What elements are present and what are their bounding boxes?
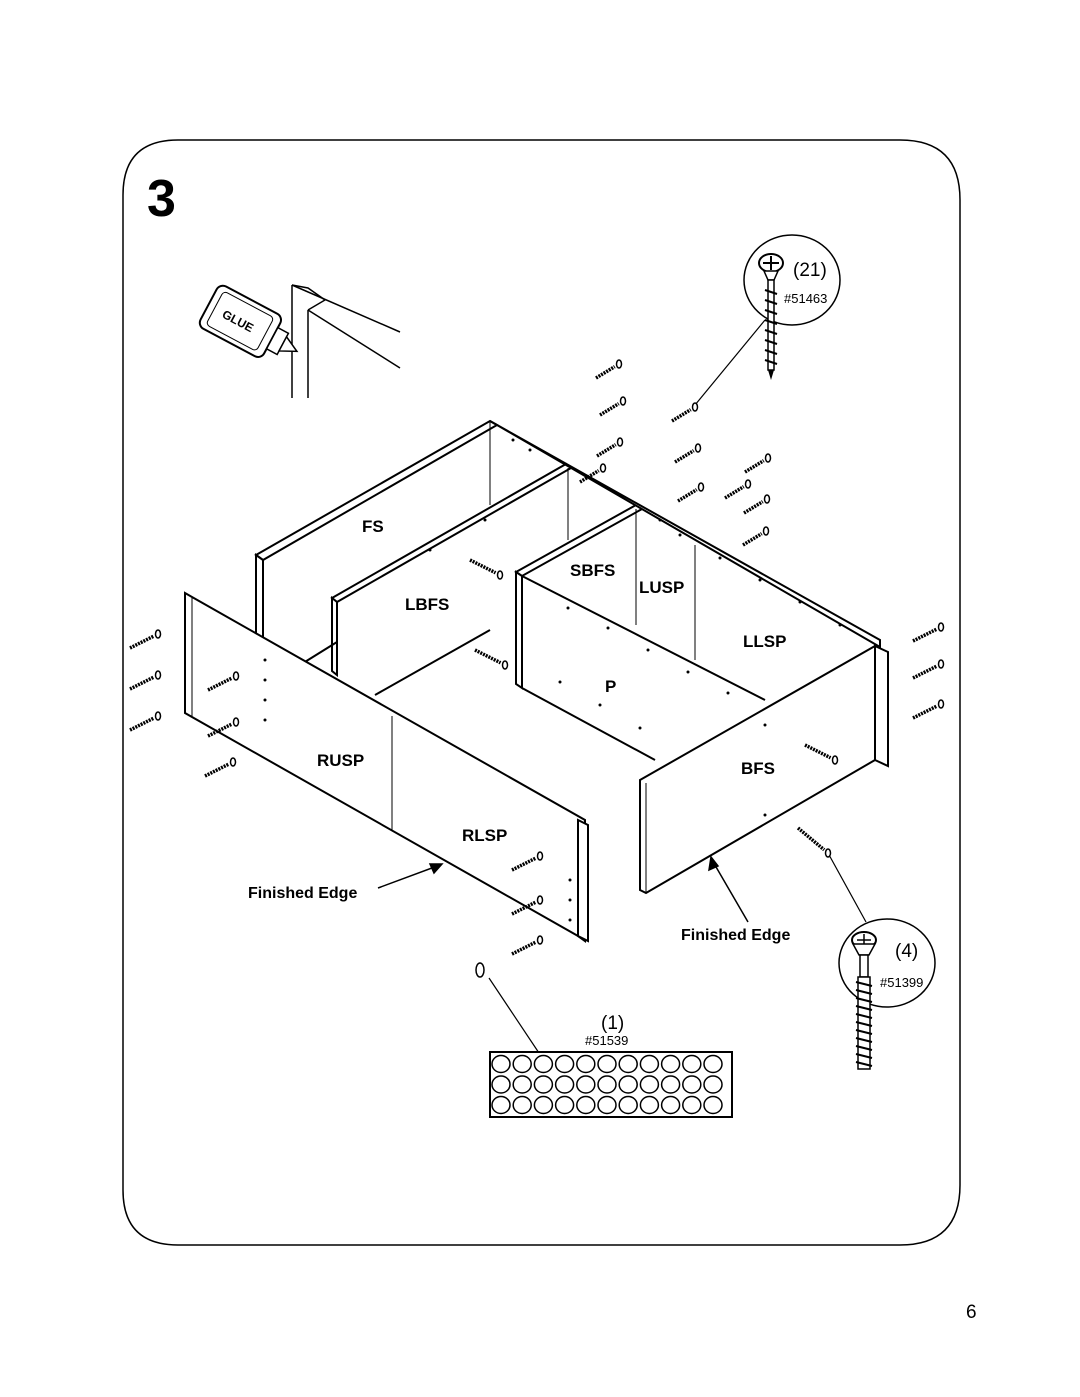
screw-icon [796,826,832,858]
glue-bottle-icon: GLUE [198,284,401,398]
screw-icon [204,757,237,778]
cap-dot [597,1054,617,1074]
long-screw-icon [743,234,841,380]
cap-dot [639,1075,660,1094]
cap-dot [682,1095,702,1115]
screw-icon [579,463,607,484]
label-fs: FS [362,517,384,536]
page-number: 6 [966,1302,977,1323]
cap-dot [554,1075,575,1094]
screw-icon [129,670,162,691]
step-frame [122,139,961,1246]
screw-icon [511,895,544,916]
finished-edge-arrow-right [708,855,749,923]
screw-icon [469,558,504,580]
label-lusp: LUSP [639,578,684,597]
screw-icon [207,671,240,692]
screw-icon [912,622,945,643]
cap-dot [491,1075,511,1094]
panel-bfs [639,644,889,895]
cap-dot [682,1054,702,1074]
cap-dot [512,1054,532,1074]
hw-qty-51463: (21) [793,260,827,281]
cap-sheet-icon [475,962,733,1118]
screw-icon [912,659,945,680]
leader-lines [488,319,867,1063]
cap-dot [660,1095,681,1115]
label-rusp: RUSP [317,751,364,770]
screw-icon [671,402,699,423]
cap-dot [491,1095,511,1115]
cap-dot [533,1054,554,1074]
cap-dot [576,1095,596,1115]
screw-icon [511,935,544,956]
cap-dot [618,1075,638,1094]
cap-dot [533,1075,554,1094]
screw-icon [724,479,752,500]
screw-icon [677,482,705,503]
screw-icon [511,851,544,872]
hw-part-51399: #51399 [880,975,923,990]
hw-qty-51399: (4) [895,941,918,962]
panel-top-long [489,420,881,660]
panel-rusp-rlsp [184,591,589,943]
cap-dot [660,1054,681,1074]
cap-dot [703,1095,723,1115]
label-rlsp: RLSP [462,826,507,845]
label-p: P [605,677,616,696]
label-sbfs: SBFS [570,561,615,580]
label-llsp: LLSP [743,632,786,651]
cap-dot [639,1054,660,1074]
cap-dot [597,1075,617,1094]
screw-icon [207,717,240,738]
screw-icon [129,711,162,732]
screw-icon [599,396,627,417]
finished-edge-right-label: Finished Edge [681,927,790,944]
cap-dot [639,1095,660,1115]
cap-dot [512,1075,532,1094]
screw-icon [595,359,623,380]
cap-dot [597,1095,617,1115]
hole-dots [263,438,842,922]
screw-icon [743,494,771,515]
cap-dot [682,1075,702,1094]
finished-edge-arrow-left [377,863,444,889]
cap-dot [576,1075,596,1094]
screw-icon [129,629,162,650]
cap-dot [618,1054,638,1074]
screw-icon [804,743,839,765]
cap-dot [703,1054,723,1074]
cap-dot [703,1075,723,1094]
cap-dot [512,1095,532,1115]
cap-dot [660,1075,681,1094]
label-lbfs: LBFS [405,595,449,614]
cap-dot [618,1095,638,1115]
panel-lbfs [330,462,573,678]
hw-qty-51539: (1) [601,1013,624,1034]
screw-icon [742,526,770,547]
screw-icon [674,443,702,464]
screw-icon [474,648,509,670]
panel-sbfs [514,503,644,690]
cap-dot [533,1095,554,1115]
screw-icon [912,699,945,720]
bolt-icon [838,918,936,1070]
screw-icon [744,453,772,474]
finished-edge-left-label: Finished Edge [248,885,357,902]
cap-dot [554,1054,575,1074]
step-number: 3 [147,170,176,228]
hw-part-51539: #51539 [585,1033,628,1048]
label-bfs: BFS [741,759,775,778]
cap-dot [554,1095,575,1115]
cap-dot [576,1054,596,1074]
cap-dot [491,1054,511,1074]
screw-icon [596,437,624,458]
hw-part-51463: #51463 [784,291,827,306]
